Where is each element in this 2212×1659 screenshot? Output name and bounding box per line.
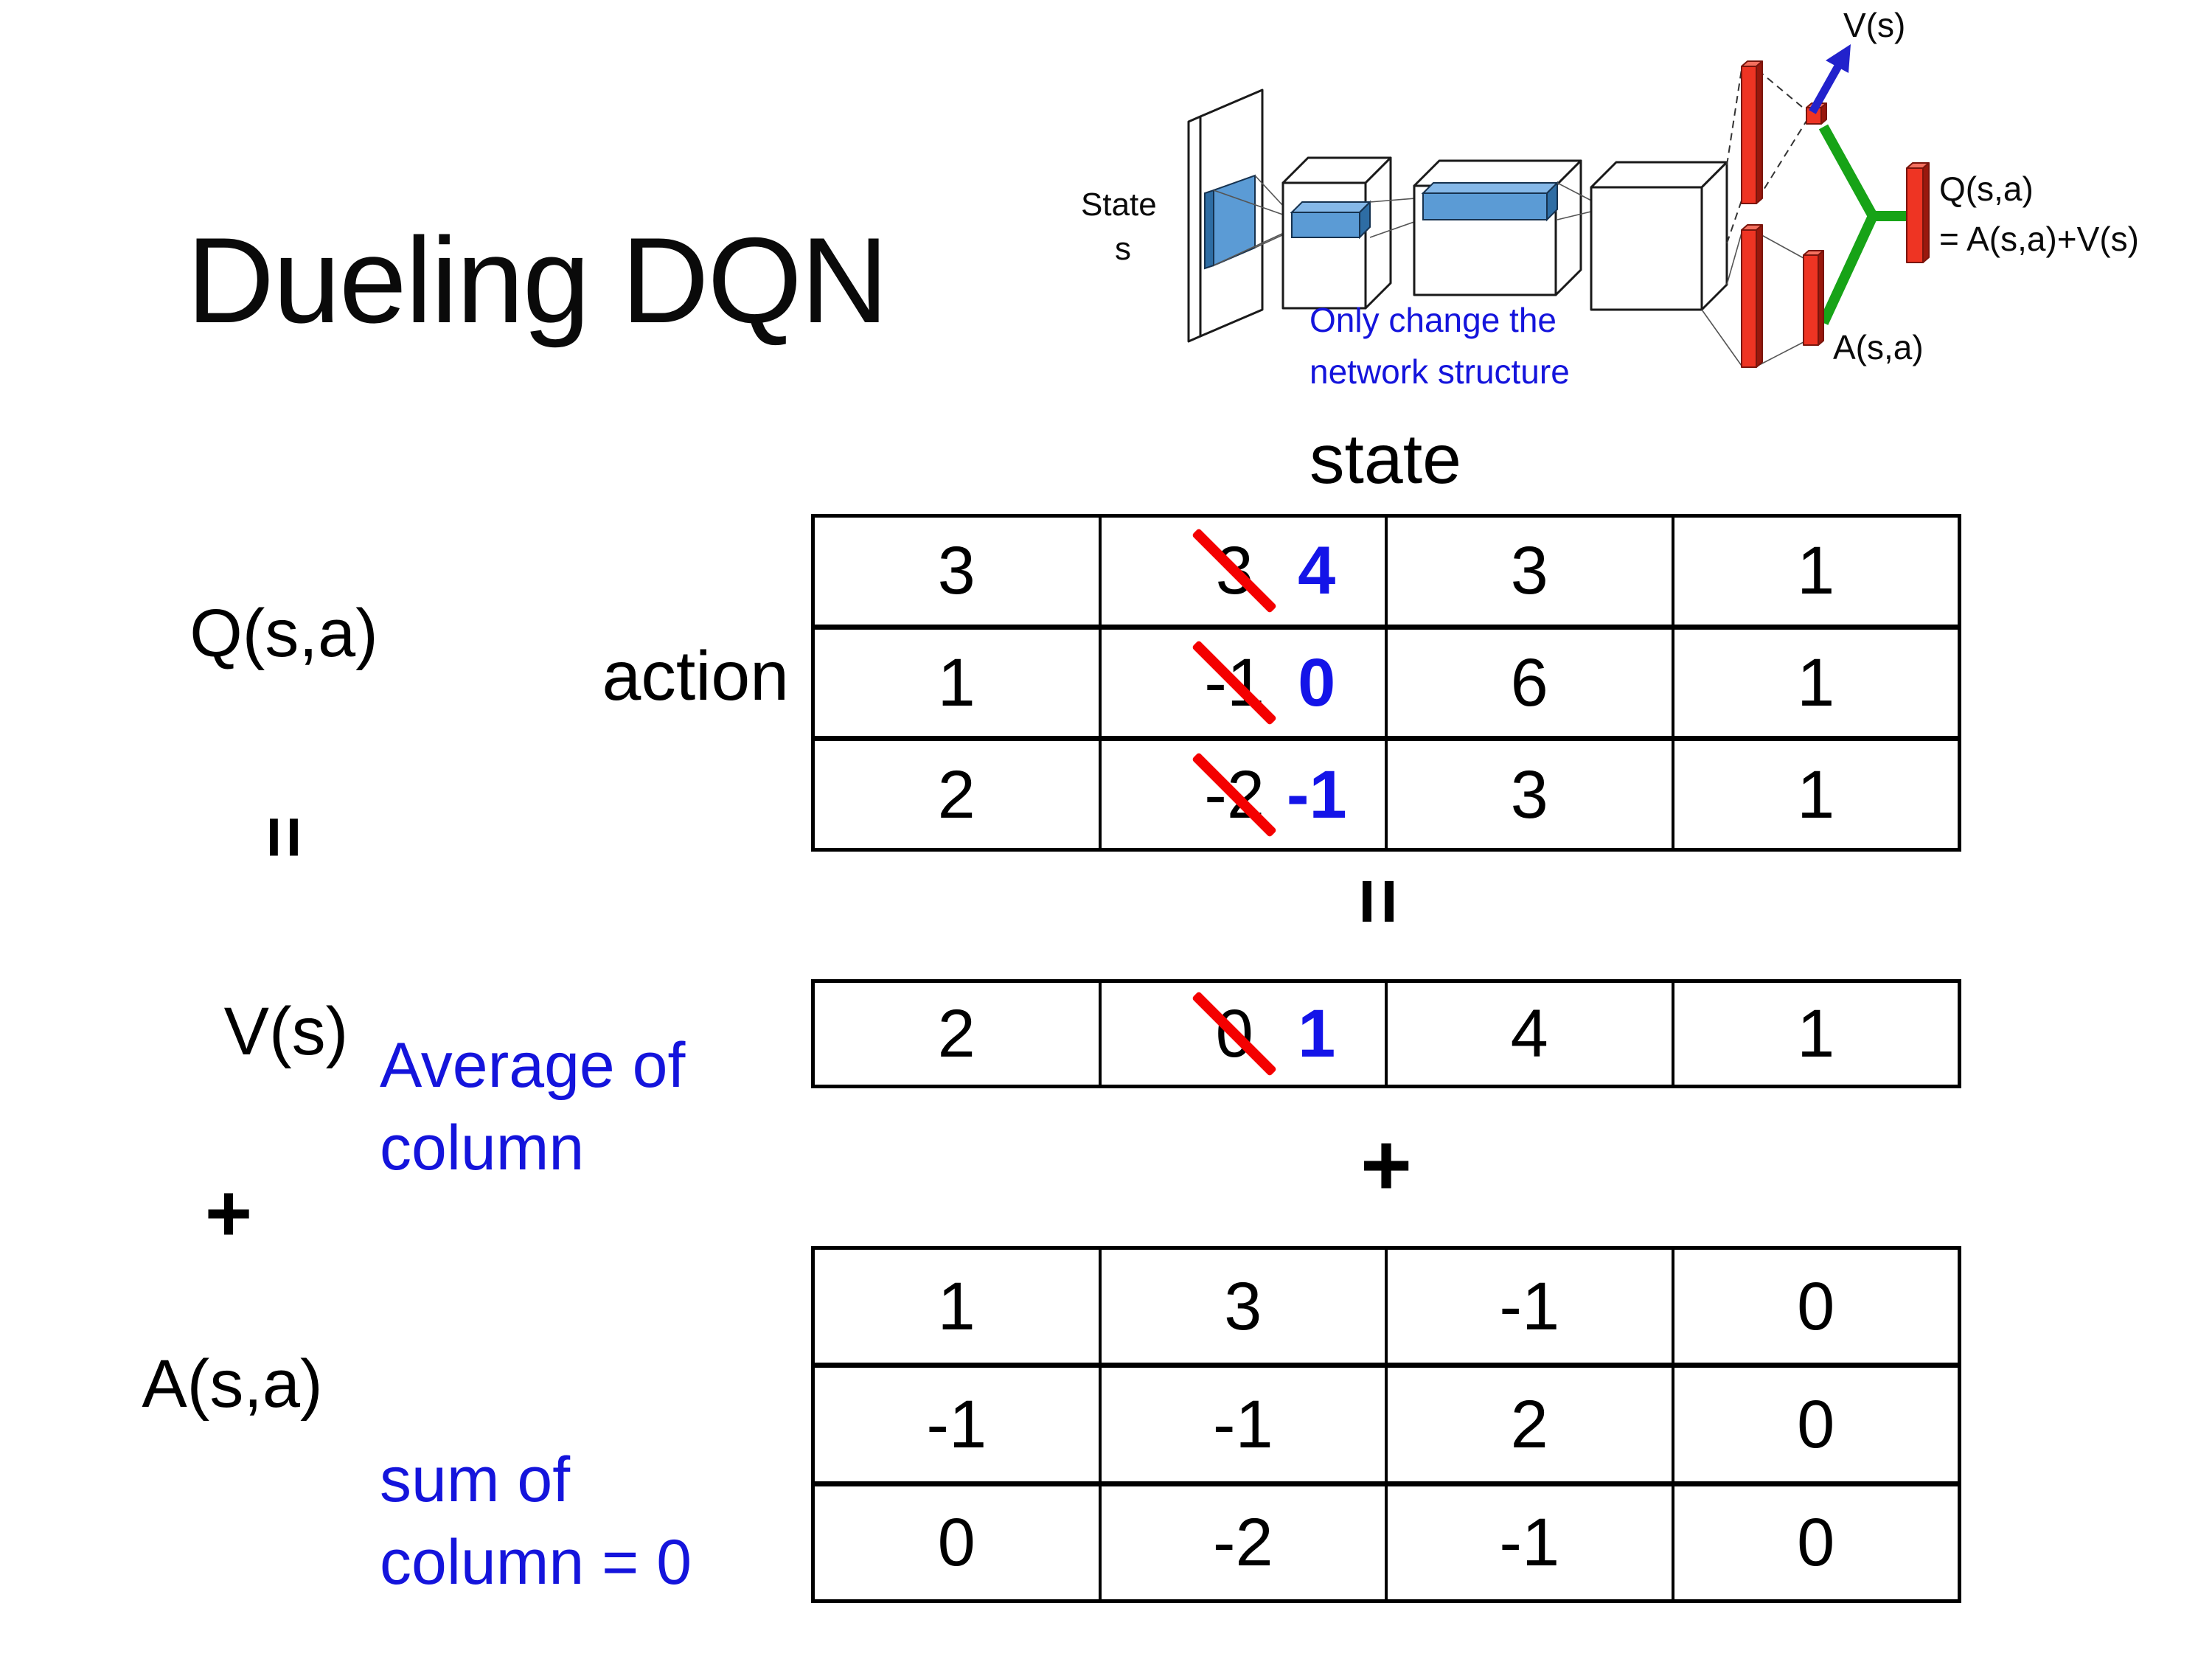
diagram-note-line2: network structure <box>1310 352 1570 391</box>
cell-value: 3 <box>1510 757 1548 832</box>
matrix-cell: 6 <box>1385 629 1672 737</box>
matrix-row: -1 -1 2 0 <box>815 1363 1958 1481</box>
equals-symbol-left: = <box>243 815 326 859</box>
diagram-note-line1: Only change the <box>1310 301 1557 339</box>
cell-replacement-value: -1 <box>1286 757 1347 832</box>
cell-value: 3 <box>1510 533 1548 609</box>
matrix-cell: 3 <box>1385 741 1672 849</box>
cell-value: -1 <box>1499 1505 1560 1581</box>
matrix-cell: 0 <box>1671 1368 1958 1481</box>
average-of-column-note: Average of column <box>380 1030 686 1183</box>
matrix-cell: -10 <box>1098 629 1385 737</box>
cell-value: 2 <box>937 757 975 832</box>
v-term-label: V(s) <box>223 993 349 1069</box>
cell-value: 2 <box>1510 1386 1548 1462</box>
matrix-cell: 1 <box>1671 629 1958 737</box>
cell-value: 1 <box>1797 996 1835 1071</box>
diagram-state-label: State <box>1081 187 1157 223</box>
q-output-bar <box>1906 162 1930 263</box>
cell-value: -2 <box>1212 1505 1273 1581</box>
matrix-row: 2 -2-1 3 1 <box>815 736 1958 849</box>
action-label: action <box>602 636 789 715</box>
cell-replacement-value: 1 <box>1298 996 1336 1071</box>
conv-layer-box-2 <box>1413 159 1582 296</box>
merge-connector <box>1818 124 1908 325</box>
matrix-cell: 01 <box>1098 983 1385 1085</box>
matrix-row: 1 3 -1 0 <box>815 1250 1958 1363</box>
matrix-cell: 1 <box>1671 983 1958 1085</box>
value-arrow <box>1809 44 1851 114</box>
diagram-q-formula: = A(s,a)+V(s) <box>1939 220 2139 258</box>
cell-replacement-value: 4 <box>1298 533 1336 609</box>
cell-value: 6 <box>1510 645 1548 720</box>
matrix-cell: 1 <box>815 630 1099 737</box>
matrix-cell: 1 <box>1671 518 1958 625</box>
cell-value: 0 <box>937 1505 975 1581</box>
matrix-cell: 4 <box>1385 983 1672 1085</box>
a-term-label: A(s,a) <box>142 1346 323 1422</box>
equals-symbol-middle: = <box>1333 877 1425 925</box>
network-diagram: V(s) Q(s,a) = A(s,a)+V(s) A(s,a) State s… <box>1081 6 2139 391</box>
cell-value: 4 <box>1510 996 1548 1071</box>
matrix-cell: -2 <box>1098 1486 1385 1599</box>
matrix-cell: -1 <box>1385 1250 1672 1363</box>
v-values-table: 2 01 4 1 <box>811 979 1961 1088</box>
cell-value: 0 <box>1797 1268 1835 1344</box>
matrix-cell: 1 <box>815 1250 1099 1363</box>
cell-value: 1 <box>1797 645 1835 720</box>
cell-value: 3 <box>1224 1268 1262 1344</box>
fc-bar-value-stream <box>1741 60 1763 204</box>
matrix-cell: 3 <box>1098 1250 1385 1363</box>
matrix-cell: -1 <box>1385 1486 1672 1599</box>
q-term-label: Q(s,a) <box>189 595 378 671</box>
sum-of-column-note: sum of column = 0 <box>380 1444 692 1598</box>
matrix-cell: -2-1 <box>1098 741 1385 849</box>
cell-replacement-value: 0 <box>1298 645 1336 720</box>
cell-value: 2 <box>937 996 975 1071</box>
matrix-cell: 0 <box>1671 1250 1958 1363</box>
feature-bar-2 <box>1421 181 1559 222</box>
matrix-cell: 0 <box>1671 1486 1958 1599</box>
matrix-row: 3 34 3 1 <box>815 518 1958 625</box>
matrix-cell: -1 <box>1098 1368 1385 1481</box>
diagram-v-label: V(s) <box>1843 6 1905 44</box>
fc-bar-advantage-stream <box>1741 224 1763 368</box>
matrix-cell: -1 <box>815 1368 1099 1481</box>
cell-value: -1 <box>926 1386 987 1462</box>
cell-value: 3 <box>937 533 975 609</box>
diagram-a-label: A(s,a) <box>1833 328 1924 366</box>
matrix-cell: 0 <box>815 1486 1099 1599</box>
matrix-cell: 2 <box>815 983 1099 1085</box>
advantage-output-bar <box>1803 250 1824 346</box>
matrix-row: 0 -2 -1 0 <box>815 1481 1958 1599</box>
matrix-row: 1 -10 6 1 <box>815 624 1958 737</box>
plus-symbol-left: + <box>204 1167 253 1259</box>
cell-value: 1 <box>937 645 975 720</box>
matrix-cell: 2 <box>1385 1368 1672 1481</box>
cell-value: 0 <box>1797 1386 1835 1462</box>
matrix-cell: 3 <box>815 518 1099 625</box>
matrix-row: 2 01 4 1 <box>815 983 1958 1085</box>
conv-layer-box-3 <box>1590 161 1728 311</box>
state-header: state <box>1310 420 1461 498</box>
cell-value: 1 <box>937 1268 975 1344</box>
plus-symbol-middle: + <box>1360 1116 1413 1214</box>
matrix-cell: 34 <box>1098 518 1385 625</box>
diagram-state-sub: s <box>1115 231 1131 267</box>
diagram-q-label: Q(s,a) <box>1939 170 2034 208</box>
matrix-cell: 3 <box>1385 518 1672 625</box>
matrix-cell: 1 <box>1671 741 1958 849</box>
matrix-cell: 2 <box>815 741 1099 848</box>
a-values-table: 1 3 -1 0 -1 -1 2 0 0 -2 -1 0 <box>811 1246 1961 1603</box>
value-output-node <box>1806 102 1827 125</box>
cell-value: 1 <box>1797 757 1835 832</box>
cell-value: -1 <box>1212 1386 1273 1462</box>
slide-title: Dueling DQN <box>187 212 888 348</box>
cell-value: 0 <box>1797 1505 1835 1581</box>
cell-value: 1 <box>1797 533 1835 609</box>
feature-bar-1 <box>1290 200 1372 240</box>
cell-value: -1 <box>1499 1268 1560 1344</box>
